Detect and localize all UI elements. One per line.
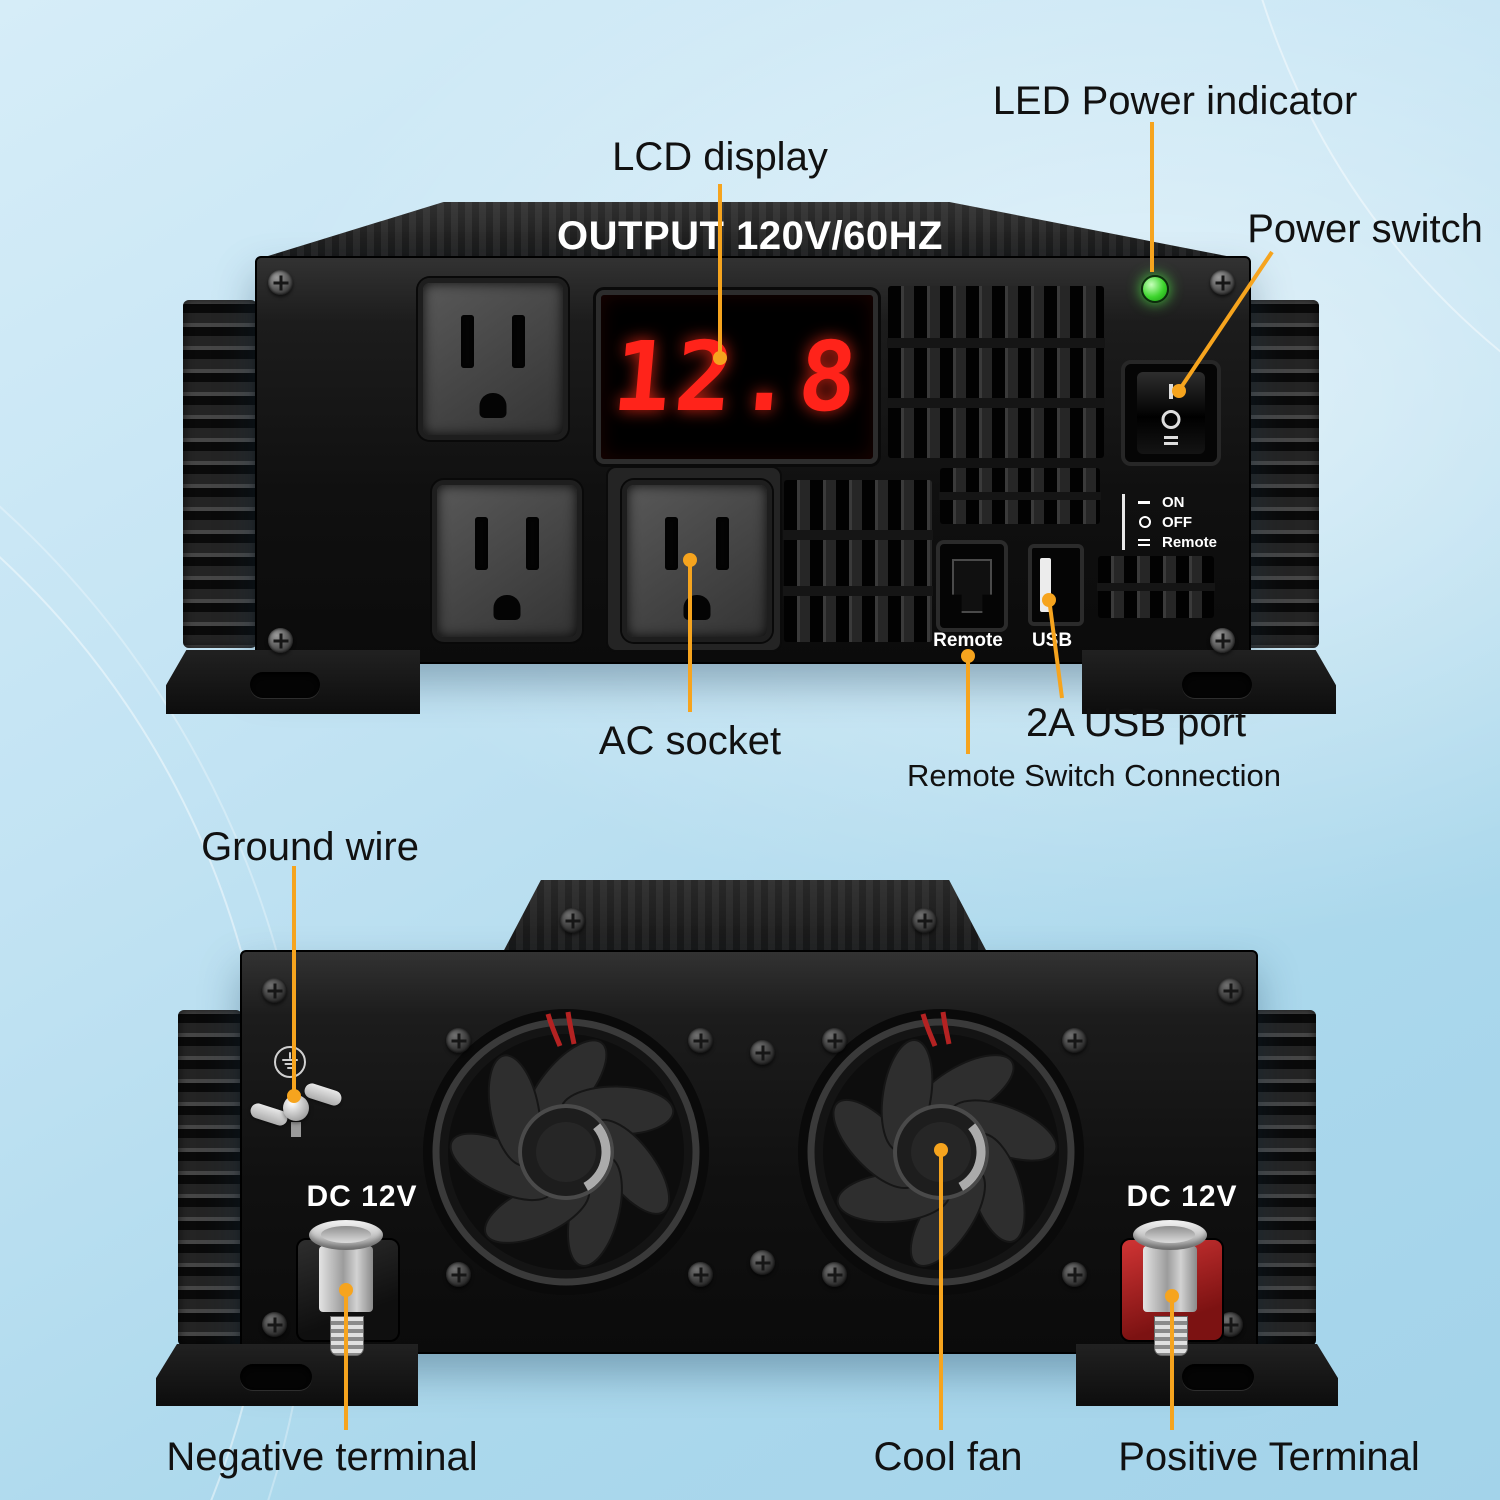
screw: [262, 978, 287, 1003]
outlet-slot: [716, 516, 730, 571]
legend-remote-label: Remote: [1162, 533, 1218, 551]
screw: [688, 1262, 713, 1287]
screw: [1062, 1028, 1087, 1053]
usb-tongue: [1040, 558, 1051, 612]
ac-outlet: [432, 480, 582, 642]
screw: [750, 1250, 775, 1275]
screw: [268, 270, 293, 295]
ground-symbol-icon: [274, 1046, 306, 1078]
dc-rating-left: DC 12V: [306, 1180, 418, 1213]
screw: [262, 1312, 287, 1337]
lcd-display: 12.8: [596, 290, 878, 464]
callout-label-usb-port: 2A USB port: [1025, 701, 1247, 745]
heatsink-fins-right: [1252, 1010, 1316, 1346]
callout-label-remote-connection: Remote Switch Connection: [907, 758, 1281, 793]
screw: [688, 1028, 713, 1053]
callout-label-led: LED Power indicator: [992, 79, 1358, 123]
dc-rating-right: DC 12V: [1126, 1180, 1238, 1213]
nut-hub: [283, 1095, 309, 1121]
outlet-slot: [474, 516, 488, 571]
mounting-flange: [166, 650, 420, 714]
vent-slots: [887, 286, 1105, 458]
terminal-nut-inner: [1145, 1226, 1195, 1243]
terminal-bolt: [330, 1316, 364, 1356]
ground-wing-nut: [248, 1080, 344, 1137]
legend-off-label: OFF: [1162, 513, 1192, 531]
mounting-flange: [1082, 650, 1336, 714]
switch-on-icon: [1169, 384, 1173, 399]
terminal-block: [1143, 1246, 1197, 1312]
screw: [1218, 978, 1243, 1003]
vent-slots: [939, 468, 1101, 524]
vent-slots: [783, 480, 933, 642]
rear-face: [240, 950, 1258, 1354]
power-led-indicator: [1141, 275, 1169, 303]
switch-off-icon: [1161, 410, 1181, 429]
fan-wires: [545, 1011, 577, 1047]
negative-terminal: [296, 1220, 400, 1356]
screw: [912, 908, 937, 933]
outlet-ground-hole: [493, 595, 521, 621]
terminal-block: [319, 1246, 373, 1312]
screw: [446, 1262, 471, 1287]
vent-slots: [1097, 556, 1215, 618]
mounting-slot: [250, 672, 320, 698]
legend-on-label: ON: [1162, 493, 1185, 511]
mounting-slot: [1182, 672, 1252, 698]
remote-port-label: Remote: [933, 630, 1003, 651]
outlet-slot: [664, 516, 678, 571]
screw: [1062, 1262, 1087, 1287]
ac-outlet: [622, 480, 772, 642]
screw: [822, 1028, 847, 1053]
terminal-bolt: [1154, 1316, 1188, 1356]
positive-terminal: [1120, 1220, 1224, 1356]
remote-switch-jack: [936, 540, 1008, 632]
usb-port: [1028, 544, 1084, 626]
wing: [302, 1081, 344, 1108]
screw: [268, 628, 293, 653]
outlet-ground-hole: [479, 393, 507, 419]
outlet-slot: [526, 516, 540, 571]
screw: [560, 908, 585, 933]
screw: [822, 1262, 847, 1287]
callout-label-lcd: LCD display: [612, 135, 828, 179]
fan-wires: [920, 1011, 952, 1047]
cooling-fan-left: [423, 1009, 709, 1295]
ac-outlet: [418, 278, 568, 440]
terminal-nut-inner: [321, 1226, 371, 1243]
rocker-key: [1137, 372, 1205, 454]
output-rating-text: OUTPUT 120V/60HZ: [557, 214, 943, 258]
switch-diagram-icon: [1122, 494, 1125, 550]
callout-label-ac-socket: AC socket: [598, 719, 782, 763]
callout-label-cool-fan: Cool fan: [873, 1435, 1023, 1479]
on-position-icon: [1136, 495, 1154, 509]
callout-label-negative-terminal: Negative terminal: [166, 1435, 478, 1479]
mounting-flange: [1076, 1344, 1338, 1406]
mounting-slot: [1182, 1364, 1254, 1390]
callout-label-power-switch: Power switch: [1247, 207, 1483, 251]
callout-label-positive-terminal: Positive Terminal: [1118, 1435, 1420, 1479]
off-position-icon: [1136, 515, 1154, 529]
heatsink-fins-left: [183, 300, 257, 648]
outlet-slot: [512, 314, 526, 369]
mounting-slot: [240, 1364, 312, 1390]
screw: [1210, 628, 1235, 653]
switch-position-legend: ON OFF Remote: [1122, 492, 1246, 552]
switch-remote-icon: [1164, 436, 1178, 439]
screw: [446, 1028, 471, 1053]
heatsink-fins-left: [178, 1010, 242, 1346]
mounting-flange: [156, 1344, 418, 1406]
screw: [750, 1040, 775, 1065]
ground-stud: [291, 1122, 301, 1137]
remote-position-icon: [1136, 535, 1154, 549]
outlet-slot: [460, 314, 474, 369]
callout-label-ground-wire: Ground wire: [201, 825, 419, 869]
